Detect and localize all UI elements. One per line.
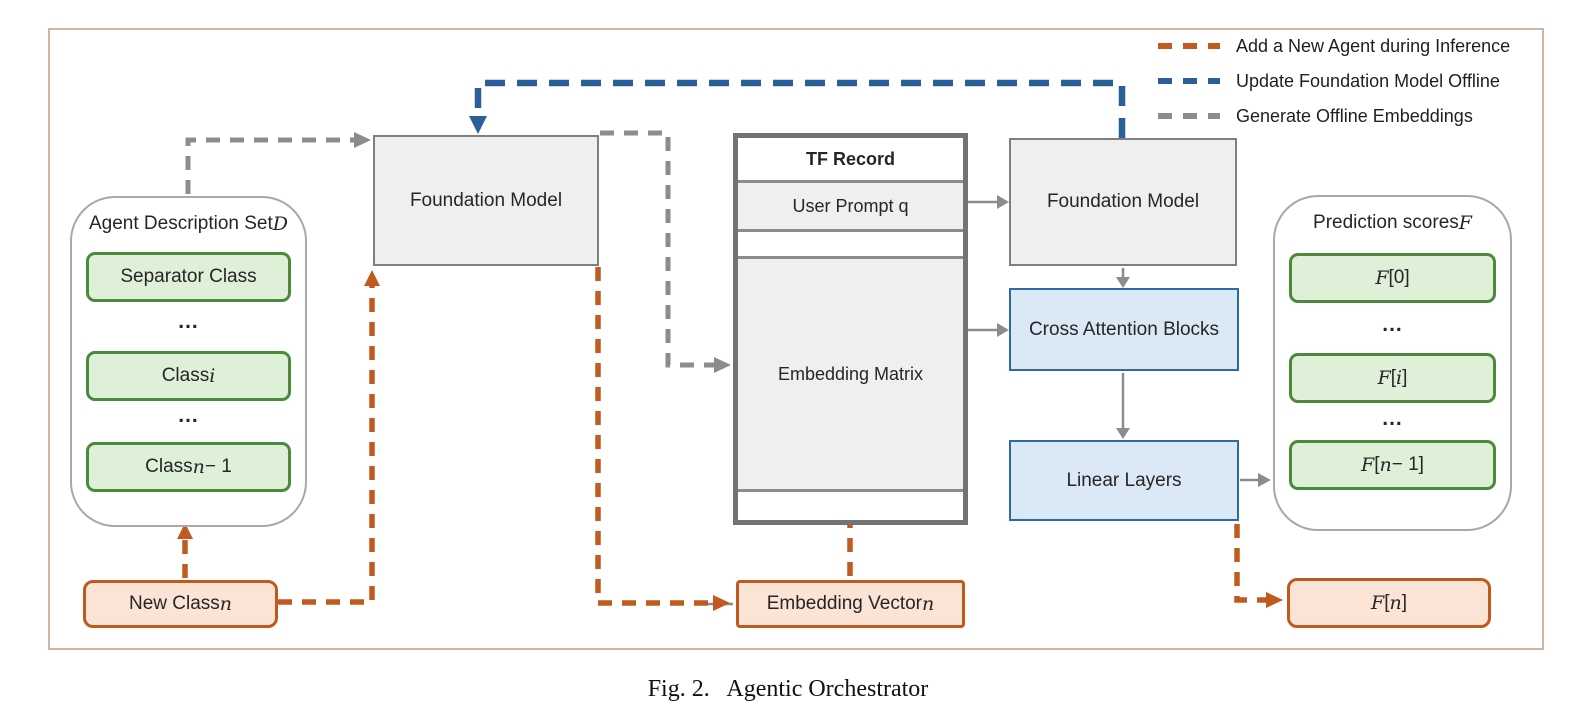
embedding-vector-n-box: Embedding Vector n bbox=[736, 580, 965, 628]
blue-dash-swatch bbox=[1158, 78, 1220, 84]
prediction-scores-container: Prediction scores F F[0] ... F[i] ... F[… bbox=[1273, 195, 1512, 531]
f-n-box: F[n] bbox=[1287, 578, 1491, 628]
linear-layers-box: Linear Layers bbox=[1009, 440, 1239, 521]
fi-box: F[i] bbox=[1289, 353, 1496, 403]
prediction-title: Prediction scores F bbox=[1313, 212, 1472, 234]
orange-dash-swatch bbox=[1158, 43, 1220, 49]
tf-spacer-row bbox=[738, 232, 963, 259]
class-i-box: Class i bbox=[86, 351, 291, 401]
legend-item-generate-embeddings: Generate Offline Embeddings bbox=[1158, 105, 1473, 127]
legend-label: Generate Offline Embeddings bbox=[1236, 105, 1473, 126]
f-n-1-box: F[n − 1] bbox=[1289, 440, 1496, 490]
user-prompt-row: User Prompt q bbox=[738, 183, 963, 232]
new-class-n-box: New Class n bbox=[83, 580, 278, 628]
legend-label: Add a New Agent during Inference bbox=[1236, 35, 1511, 56]
agent-set-title: Agent Description Set D bbox=[89, 213, 288, 235]
cross-attention-blocks-box: Cross Attention Blocks bbox=[1009, 288, 1239, 371]
legend-label: Update Foundation Model Offline bbox=[1236, 70, 1500, 91]
embedding-matrix-row: Embedding Matrix bbox=[738, 259, 963, 492]
tf-spacer-row bbox=[738, 492, 963, 520]
tf-record-header: TF Record bbox=[738, 138, 963, 183]
figure-caption: Fig. 2. Agentic Orchestrator bbox=[647, 676, 929, 702]
tf-record-table: TF Record User Prompt q Embedding Matrix bbox=[733, 133, 968, 525]
ellipsis: ... bbox=[1382, 407, 1403, 430]
agent-description-set-container: Agent Description Set D Separator Class … bbox=[70, 196, 307, 527]
ellipsis: ... bbox=[1382, 313, 1403, 336]
class-n-1-box: Class n − 1 bbox=[86, 442, 291, 492]
f0-box: F[0] bbox=[1289, 253, 1496, 303]
ellipsis: ... bbox=[178, 310, 199, 333]
foundation-model-right-box: Foundation Model bbox=[1009, 138, 1237, 266]
legend-item-update-fm: Update Foundation Model Offline bbox=[1158, 70, 1500, 92]
separator-class-box: Separator Class bbox=[86, 252, 291, 302]
gray-dash-swatch bbox=[1158, 113, 1220, 119]
legend-item-add-agent: Add a New Agent during Inference bbox=[1158, 35, 1510, 57]
ellipsis: ... bbox=[178, 404, 199, 427]
foundation-model-left-box: Foundation Model bbox=[373, 135, 599, 266]
